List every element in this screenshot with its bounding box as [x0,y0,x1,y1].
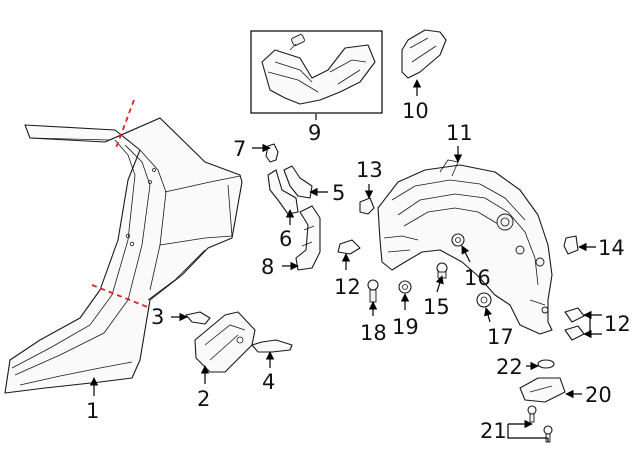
screw-part-18[interactable] [367,279,379,303]
wheel-liner-part[interactable] [377,159,553,335]
callout-8: 8 [261,255,274,279]
callout-15: 15 [423,295,450,319]
reinforcement-part-6[interactable] [267,169,299,215]
leader-lines [89,79,602,442]
washer-part-22[interactable] [537,359,555,369]
callout-labels: 1 2 3 4 5 6 7 8 9 10 11 12 12 13 14 15 1… [86,99,631,443]
callout-13: 13 [356,158,383,182]
callout-12-right: 12 [604,312,631,336]
grommet-part-19[interactable] [398,280,412,294]
plug-part-16[interactable] [451,233,465,247]
callout-11: 11 [446,121,473,145]
clip-part-14[interactable] [563,235,579,255]
callout-2: 2 [197,387,210,411]
callout-18: 18 [360,321,387,345]
washer-part-17[interactable] [476,292,492,308]
callout-5: 5 [332,181,345,205]
callout-12-left: 12 [334,275,361,299]
bracket-part-3[interactable] [185,311,211,325]
bracket-part-20[interactable] [519,377,566,403]
callout-21: 21 [480,419,507,443]
callout-19: 19 [392,315,419,339]
callout-7: 7 [233,137,246,161]
clip-part-12-left[interactable] [337,239,361,255]
callout-9: 9 [308,121,321,145]
grommet-part-15[interactable] [436,262,448,279]
bolt-part-21-upper[interactable] [527,405,537,423]
clip-part-12-right[interactable] [564,307,585,341]
bracket-assembly-part[interactable] [261,34,376,105]
bracket-part-4[interactable] [251,339,293,353]
callout-22: 22 [496,355,523,379]
mudguard-part[interactable] [194,311,256,373]
callout-6: 6 [279,227,292,251]
part-9-box [250,30,383,114]
fuel-door-part[interactable] [401,29,447,79]
callout-14: 14 [598,236,625,260]
clip-part-13[interactable] [359,197,375,215]
cut-line-lower [91,284,151,309]
callout-3: 3 [151,305,164,329]
callout-17: 17 [487,325,514,349]
quarter-panel-part[interactable] [4,117,243,394]
callout-4: 4 [262,370,275,394]
callout-1: 1 [86,399,99,423]
callout-20: 20 [585,383,612,407]
callout-16: 16 [464,266,491,290]
extension-part-8[interactable] [295,205,321,271]
callout-10: 10 [402,99,429,123]
clip-bracket-part-7[interactable] [265,143,279,163]
